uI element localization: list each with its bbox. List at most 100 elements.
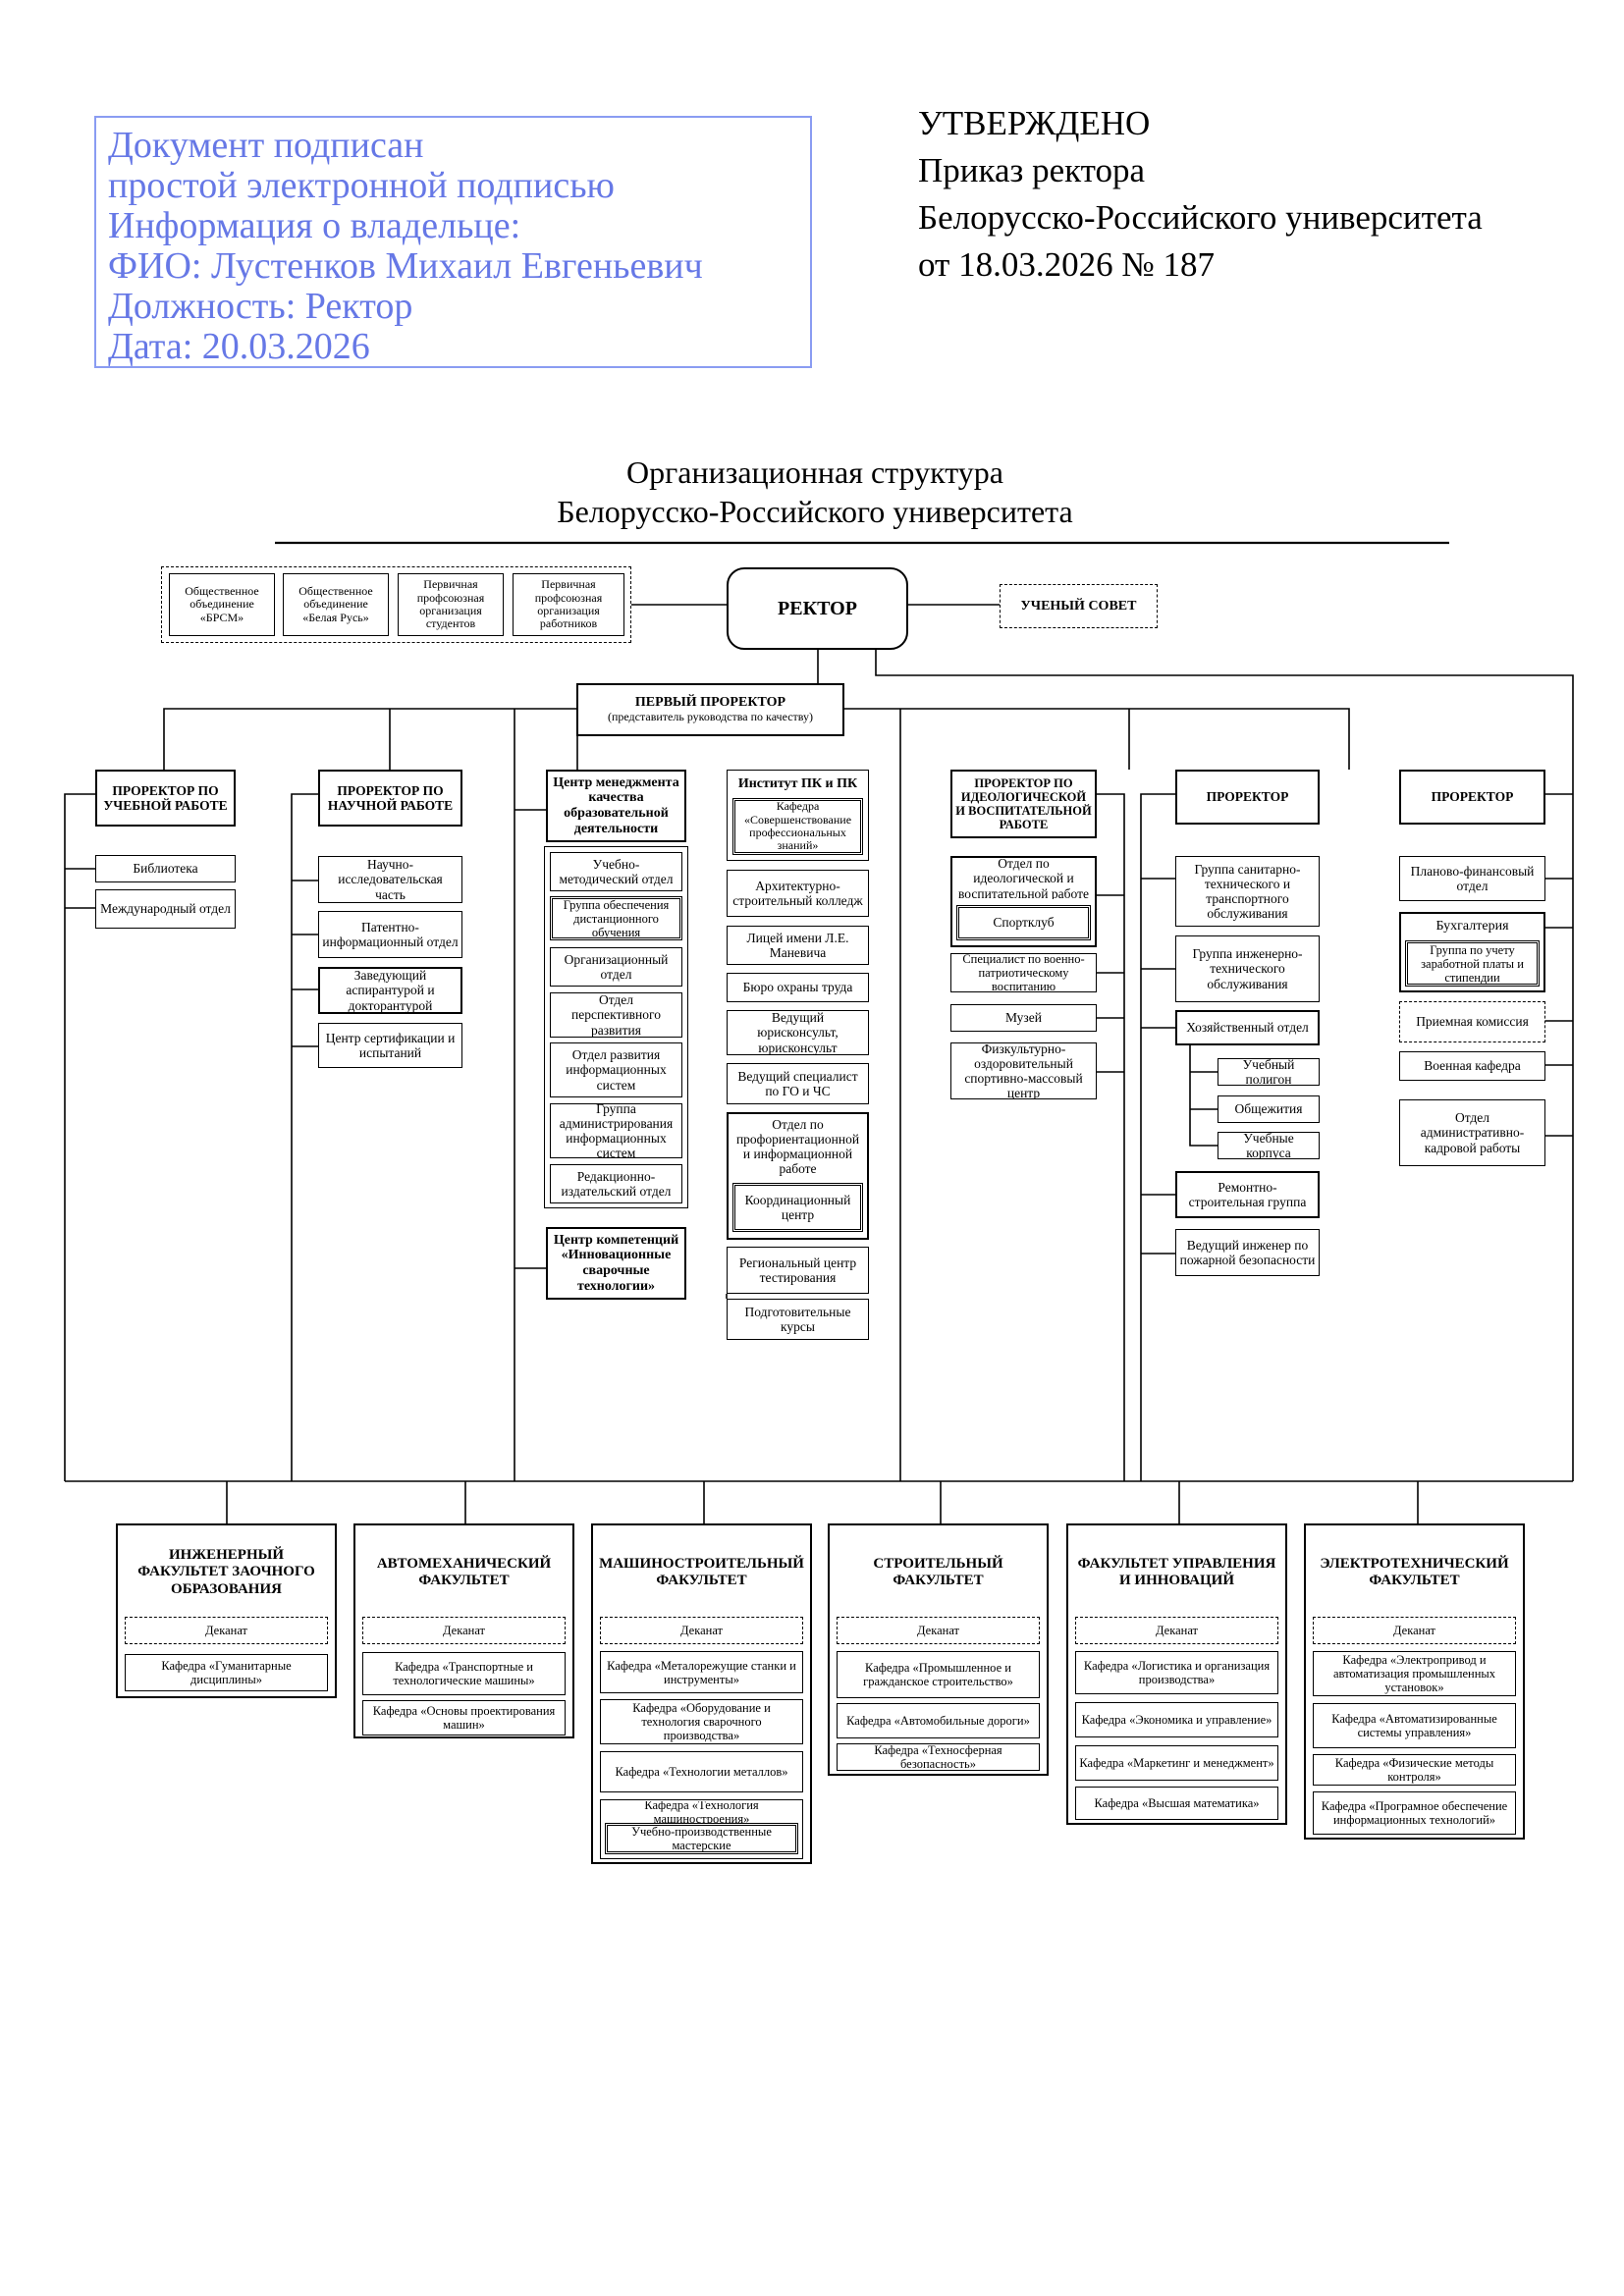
chair-box: Кафедра «Технологии металлов»	[600, 1751, 803, 1792]
sanitary-group-box: Группа санитарно-технического и транспор…	[1175, 856, 1320, 927]
deanery-box: Деканат	[362, 1617, 566, 1644]
admission-commission-box: Приемная комиссия	[1399, 1001, 1545, 1042]
chair-box: Кафедра «Автоматизированные системы упра…	[1313, 1703, 1516, 1748]
economy-dept-box: Хозяйственный отдел	[1175, 1010, 1320, 1045]
deanery-box: Деканат	[1313, 1617, 1516, 1644]
international-dept-box: Международный отдел	[95, 889, 236, 929]
stamp-line: простой электронной подписью	[108, 165, 615, 206]
rector-box: РЕКТОР	[727, 567, 908, 650]
payroll-group-box: Группа по учету заработной платы и стипе…	[1405, 940, 1540, 987]
chair-group	[600, 1799, 803, 1859]
testing-center-box: Региональный центр тестирования	[727, 1247, 869, 1294]
accounting-box: Бухгалтерия	[1401, 914, 1543, 939]
distance-learning-group-box: Группа обеспечения дистанционного обучен…	[550, 896, 682, 940]
chair-box: Кафедра «Основы проектирования машин»	[362, 1700, 566, 1735]
quality-center-box: Центр менеджмента качества образовательн…	[546, 770, 686, 842]
chair-box: Кафедра «Автомобильные дороги»	[837, 1703, 1040, 1738]
college-box: Архитектурно-строительный колледж	[727, 870, 869, 917]
chair-box: Кафедра «Транспортные и технологические …	[362, 1652, 566, 1695]
org-belaya-rus: Общественное объединение «Белая Русь»	[283, 573, 389, 636]
stamp-line: Документ подписан	[108, 125, 424, 166]
ideology-dept-group	[950, 856, 1097, 947]
career-dept-group	[727, 1112, 869, 1240]
signature-stamp: Документ подписан простой электронной по…	[94, 116, 812, 368]
deanery-box: Деканат	[1075, 1617, 1278, 1644]
chart-title-line2: Белорусско-Российского университета	[557, 494, 1073, 529]
fire-safety-engineer-box: Ведущий инженер по пожарной безопасности	[1175, 1229, 1320, 1276]
prorector-education-box: ПРОРЕКТОР ПО УЧЕБНОЙ РАБОТЕ	[95, 770, 236, 827]
deanery-box: Деканат	[837, 1617, 1040, 1644]
org-brsm: Общественное объединение «БРСМ»	[169, 573, 275, 636]
civil-defense-box: Ведущий специалист по ГО и ЧС	[727, 1063, 869, 1104]
aspirantura-head-box: Заведующий аспирантурой и докторантурой	[318, 967, 462, 1014]
faculty-electrical-engineering: ЭЛЕКТРОТЕХНИЧЕСКИЙ ФАКУЛЬТЕТ Деканат Каф…	[1304, 1523, 1525, 1840]
prorector-ideology-box: ПРОРЕКТОР ПО ИДЕОЛОГИЧЕСКОЙ И ВОСПИТАТЕЛ…	[950, 770, 1097, 838]
faculty-mechanical-engineering: МАШИНОСТРОИТЕЛЬНЫЙ ФАКУЛЬТЕТ Деканат Каф…	[591, 1523, 812, 1864]
stamp-line: ФИО: Лустенков Михаил Евгеньевич	[108, 245, 703, 287]
chair-box: Кафедра «Техносферная безопасность»	[837, 1743, 1040, 1771]
sport-club-box: Спортклуб	[956, 905, 1091, 940]
certification-center-box: Центр сертификации и испытаний	[318, 1023, 462, 1068]
deanery-box: Деканат	[600, 1617, 803, 1644]
chair-box: Кафедра «Маркетинг и менеджмент»	[1075, 1745, 1278, 1781]
prorector-4-box: ПРОРЕКТОР	[1175, 770, 1320, 825]
faculty-construction: СТРОИТЕЛЬНЫЙ ФАКУЛЬТЕТ Деканат Кафедра «…	[828, 1523, 1049, 1776]
deanery-box: Деканат	[125, 1617, 328, 1644]
faculty-automechanical: АВТОМЕХАНИЧЕСКИЙ ФАКУЛЬТЕТ Деканат Кафед…	[353, 1523, 574, 1738]
approval-line: Приказ ректора	[918, 151, 1146, 189]
perspective-dept-box: Отдел перспективного развития	[550, 992, 682, 1038]
stamp-line: Дата: 20.03.2026	[108, 326, 370, 367]
stamp-line: Должность: Ректор	[108, 286, 413, 327]
accounting-group	[1399, 912, 1545, 992]
is-development-dept-box: Отдел развития информационных систем	[550, 1042, 682, 1097]
chair-box: Кафедра «Логистика и организация произво…	[1075, 1651, 1278, 1694]
legal-counsel-box: Ведущий юрисконсульт, юрисконсульт	[727, 1010, 869, 1055]
faculty-management-innovation: ФАКУЛЬТЕТ УПРАВЛЕНИЯ И ИННОВАЦИЙ Деканат…	[1066, 1523, 1287, 1825]
military-chair-box: Военная кафедра	[1399, 1051, 1545, 1081]
prorector-science-box: ПРОРЕКТОР ПО НАУЧНОЙ РАБОТЕ	[318, 770, 462, 827]
patent-dept-box: Патентно-информационный отдел	[318, 911, 462, 958]
chair-box: Кафедра «Промышленное и гражданское стро…	[837, 1651, 1040, 1698]
faculty-title: ИНЖЕНЕРНЫЙ ФАКУЛЬТЕТ ЗАОЧНОГО ОБРАЗОВАНИ…	[137, 1547, 315, 1597]
chair-box: Кафедра «Физические методы контроля»	[1313, 1754, 1516, 1786]
faculty-title: СТРОИТЕЛЬНЫЙ ФАКУЛЬТЕТ	[873, 1555, 1003, 1588]
chair-box: Кафедра «Металорежущие станки и инструме…	[600, 1651, 803, 1693]
competence-center-box: Центр компетенций «Инновационные сварочн…	[546, 1227, 686, 1300]
is-admin-group-box: Группа администрирования информационных …	[550, 1103, 682, 1158]
institute-title: Институт ПК и ПК	[729, 772, 867, 797]
training-ground-box: Учебный полигон	[1218, 1058, 1320, 1086]
academic-council-box: УЧЕНЫЙ СОВЕТ	[1000, 584, 1158, 628]
institute-group	[727, 770, 869, 861]
faculty-title: ФАКУЛЬТЕТ УПРАВЛЕНИЯ И ИННОВАЦИЙ	[1077, 1555, 1276, 1588]
faculty-title: ЭЛЕКТРОТЕХНИЧЕСКИЙ ФАКУЛЬТЕТ	[1320, 1555, 1509, 1588]
research-part-box: Научно-исследовательская часть	[318, 856, 462, 903]
workshops-box: Учебно-производственные мастерские	[605, 1823, 798, 1854]
org-student-union: Первичная профсоюзная организация студен…	[398, 573, 504, 636]
stamp-line: Информация о владельце:	[108, 205, 521, 246]
prorector-5-box: ПРОРЕКТОР	[1399, 770, 1545, 825]
academic-buildings-box: Учебные корпуса	[1218, 1132, 1320, 1159]
faculty-extramural: ИНЖЕНЕРНЫЙ ФАКУЛЬТЕТ ЗАОЧНОГО ОБРАЗОВАНИ…	[116, 1523, 337, 1698]
prep-courses-box: Подготовительные курсы	[727, 1299, 869, 1340]
coordination-center-box: Координационный центр	[732, 1183, 863, 1232]
labor-safety-box: Бюро охраны труда	[727, 973, 869, 1002]
quality-center-group	[544, 846, 688, 1208]
org-worker-union: Первичная профсоюзная организация работн…	[513, 573, 624, 636]
publishing-dept-box: Редакционно-издательский отдел	[550, 1164, 682, 1203]
first-prorector-title: ПЕРВЫЙ ПРОРЕКТОР	[634, 695, 786, 711]
chart-title-line1: Организационная структура	[626, 454, 1003, 490]
organizational-dept-box: Организационный отдел	[550, 947, 682, 987]
chair-box: Кафедра «Высшая математика»	[1075, 1787, 1278, 1820]
repair-group-box: Ремонтно-строительная группа	[1175, 1171, 1320, 1218]
dormitories-box: Общежития	[1218, 1095, 1320, 1123]
library-box: Библиотека	[95, 855, 236, 882]
first-prorector-box: ПЕРВЫЙ ПРОРЕКТОР (представитель руководс…	[576, 683, 844, 736]
finance-dept-box: Планово-финансовый отдел	[1399, 856, 1545, 901]
chair-box: Кафедра «Экономика и управление»	[1075, 1702, 1278, 1737]
institute-chair-box: Кафедра «Совершенствование профессиональ…	[732, 798, 863, 855]
approval-line: Белорусско-Российского университета	[918, 198, 1483, 237]
chair-box: Кафедра «Электропривод и автоматизация п…	[1313, 1651, 1516, 1696]
lyceum-box: Лицей имени Л.Е. Маневича	[727, 926, 869, 965]
chair-box: Кафедра «Гуманитарные дисциплины»	[125, 1654, 328, 1691]
